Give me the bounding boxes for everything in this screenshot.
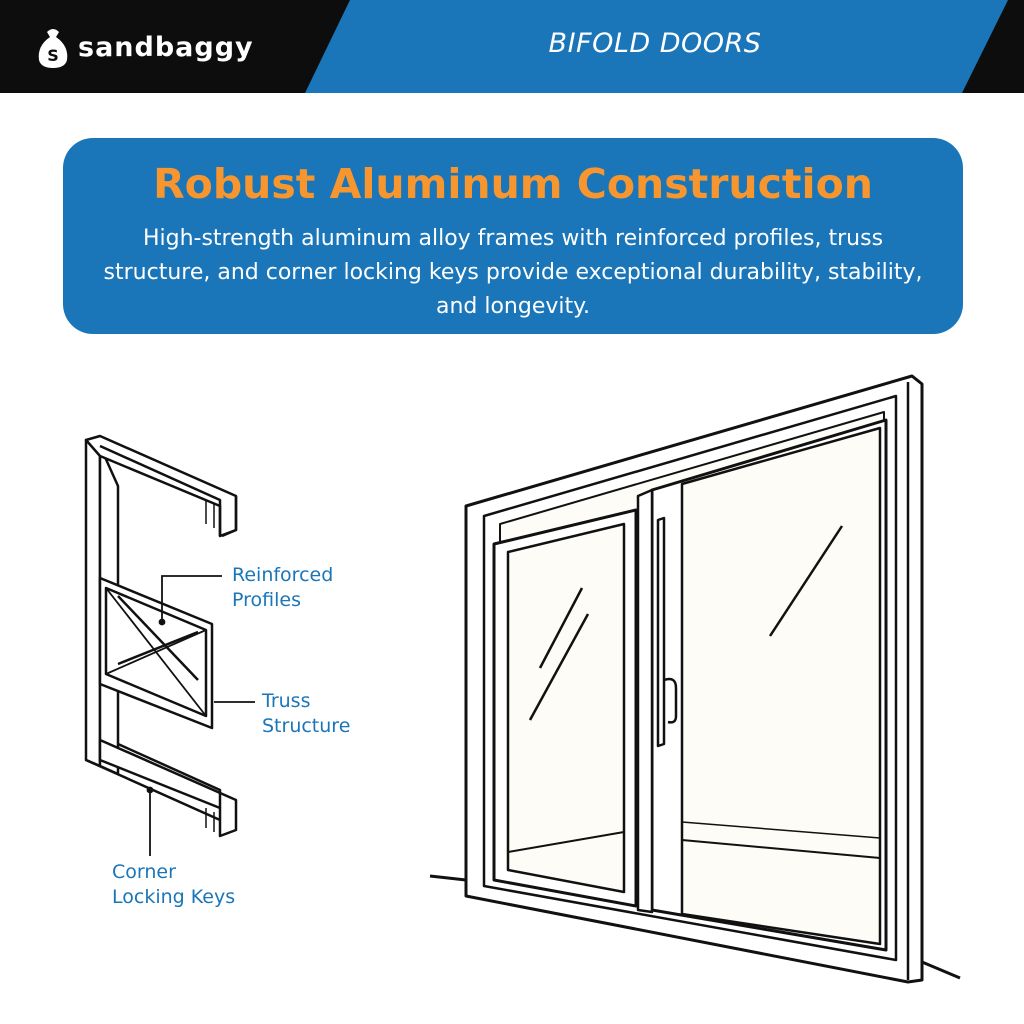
reinforced-leader xyxy=(161,575,222,620)
logo-text: sandbaggy xyxy=(78,31,254,63)
callout-corner-line1: Corner xyxy=(112,861,176,883)
callout-reinforced-line1: Reinforced xyxy=(232,564,334,586)
page-category-title: BIFOLD DOORS xyxy=(548,28,762,59)
logo-badge: S xyxy=(47,46,59,65)
callout-reinforced-line2: Profiles xyxy=(232,589,301,611)
sandbag-icon: S xyxy=(38,29,68,68)
callout-leaders xyxy=(146,575,255,856)
bifold-door-illustration xyxy=(429,374,961,984)
feature-title: Robust Aluminum Construction xyxy=(153,160,873,208)
callout-truss-line1: Truss xyxy=(262,690,311,712)
callout-corner-line2: Locking Keys xyxy=(112,886,236,908)
frame-profile-diagram xyxy=(84,434,238,838)
callout-reinforced-profiles: Reinforced Profiles xyxy=(232,563,333,613)
callout-truss-structure: Truss Structure xyxy=(262,689,350,739)
callout-truss-line2: Structure xyxy=(262,715,351,737)
feature-banner: Robust Aluminum Construction High-streng… xyxy=(63,138,963,334)
feature-description: High-strength aluminum alloy frames with… xyxy=(103,226,923,319)
header-title-band xyxy=(305,0,1008,93)
callout-corner-locking-keys: Corner Locking Keys xyxy=(112,860,235,910)
sandbaggy-logo[interactable]: S sandbaggy xyxy=(36,24,254,70)
